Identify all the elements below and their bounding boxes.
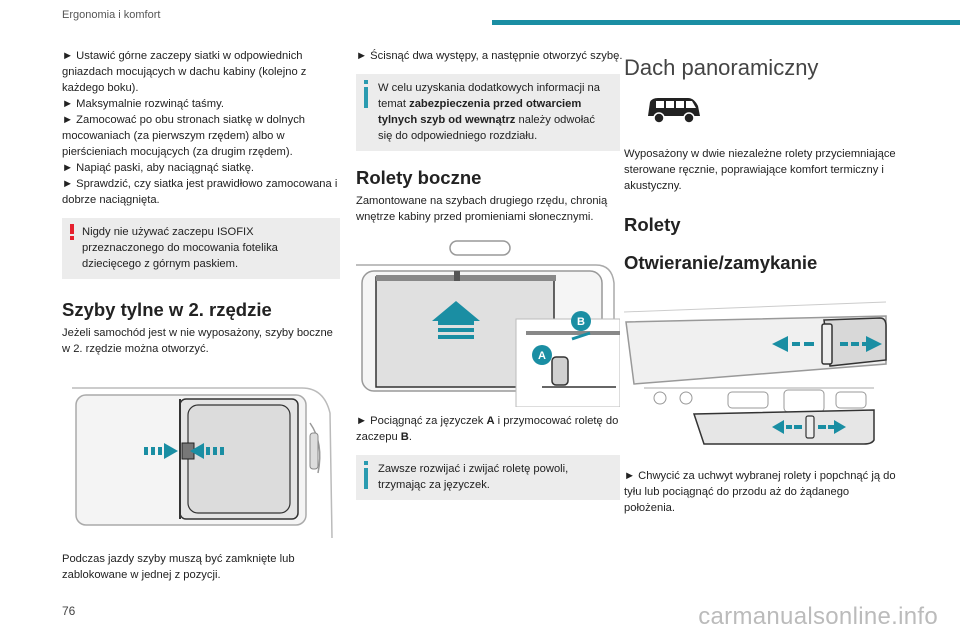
step-pull-tab-b: B — [400, 431, 409, 443]
page-number: 76 — [62, 604, 76, 618]
info-text-post: należy odwołać się do odpowiedniego rozd… — [378, 114, 595, 142]
car-icon — [644, 96, 900, 126]
header-accent-bar — [492, 20, 960, 25]
heading-blinds: Rolety — [624, 214, 681, 235]
step-grab-handle: ► Chwycić za uchwyt wybranej rolety i po… — [624, 470, 896, 514]
watermark-site: carmanualsonline.info — [698, 603, 938, 630]
step-5: ► Sprawdzić, czy siatka jest prawidłowo … — [62, 178, 338, 206]
column-2: ► Ścisnąć dwa występy, a następnie otwor… — [356, 48, 634, 500]
heading-open-close: Otwieranie/zamykanie — [624, 252, 818, 273]
warning-box: Nigdy nie używać zaczepu ISOFIX przeznac… — [62, 218, 340, 279]
label-b: B — [577, 316, 585, 328]
step-1: ► Ustawić górne zaczepy siatki w odpowie… — [62, 50, 307, 94]
section-title: Ergonomia i komfort — [62, 9, 161, 21]
column-3: Dach panoramiczny Wyposażony w dwie niez… — [624, 48, 900, 516]
step-pull-tab-pre: ► Pociągnąć za języczek — [356, 415, 487, 427]
rear-window-illustration — [62, 383, 340, 543]
step-pull-tab: ► Pociągnąć za języczek A i przymocować … — [356, 413, 634, 445]
info-text-bold: zabezpieczenia przed otwarciem tylnych s… — [378, 98, 582, 126]
warning-icon — [69, 224, 75, 240]
info-icon — [363, 80, 369, 108]
step-4: ► Napiąć paski, aby naciągnąć siatkę. — [62, 162, 255, 174]
heading-side-blinds: Rolety boczne — [356, 167, 482, 188]
label-a: A — [538, 350, 546, 362]
step-2: ► Maksymalnie rozwinąć taśmy. — [62, 98, 224, 110]
step-pull-tab-mid: i przymocować roletę do zaczepu — [356, 415, 619, 443]
side-blinds-intro: Zamontowane na szybach drugiego rzędu, c… — [356, 195, 608, 223]
warning-text: Nigdy nie używać zaczepu ISOFIX przeznac… — [82, 226, 278, 270]
rear-windows-intro: Jeżeli samochód jest w nie wyposażony, s… — [62, 327, 333, 355]
rear-windows-note: Podczas jazdy szyby muszą być zamknięte … — [62, 553, 295, 581]
side-blind-illustration: B A — [356, 239, 634, 407]
heading-panoramic-roof: Dach panoramiczny — [624, 55, 819, 80]
info-blind-text: Zawsze rozwijać i zwijać roletę powoli, … — [378, 463, 569, 491]
column-1: ► Ustawić górne zaczepy siatki w odpowie… — [62, 48, 340, 583]
info-box-blind: Zawsze rozwijać i zwijać roletę powoli, … — [356, 455, 620, 500]
roof-blind-illustration — [624, 292, 900, 462]
step-pull-tab-a: A — [486, 415, 495, 427]
step-3: ► Zamocować po obu stronach siatkę w dol… — [62, 114, 306, 158]
step-pull-tab-end: . — [408, 431, 412, 443]
heading-rear-windows: Szyby tylne w 2. rzędzie — [62, 299, 272, 320]
info-text-pre: W celu uzyskania dodatkowych informacji … — [378, 82, 600, 110]
info-box-protection: W celu uzyskania dodatkowych informacji … — [356, 74, 620, 151]
panoramic-intro: Wyposażony w dwie niezależne rolety przy… — [624, 148, 896, 192]
step-squeeze: ► Ścisnąć dwa występy, a następnie otwor… — [356, 50, 623, 62]
info-icon — [363, 461, 369, 489]
